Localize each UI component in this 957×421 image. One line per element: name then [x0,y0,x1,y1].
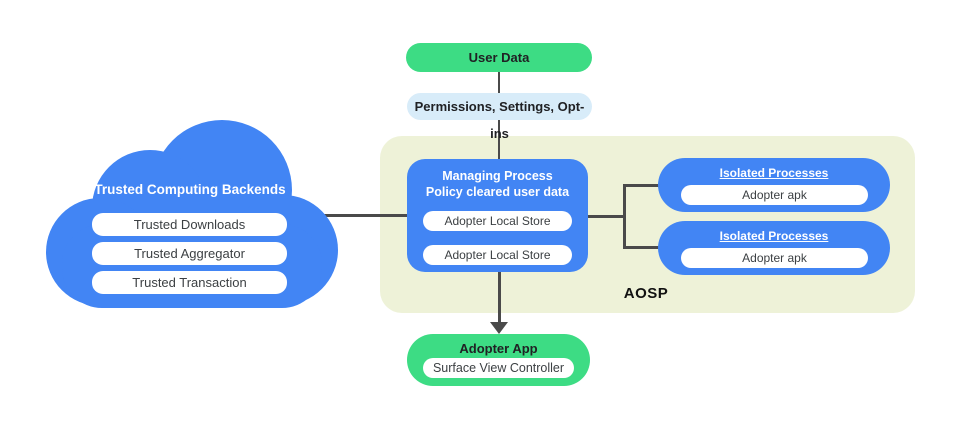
cloud-title: Trusted Computing Backends [94,182,286,197]
user-data-node: User Data [406,43,592,72]
managing-process-title-line2: Policy cleared user data [425,184,570,199]
aosp-label: AOSP [623,285,669,302]
cloud-item-trusted-downloads: Trusted Downloads [92,213,287,236]
connector-cloud-managing [300,214,408,217]
adopter-apk-1: Adopter apk [681,185,868,205]
managing-process-title-line1: Managing Process [442,169,553,183]
adopter-local-store-1: Adopter Local Store [423,211,572,231]
connector-userdata-permissions [498,72,500,93]
connector-managing-bracket [588,215,626,218]
managing-process-node: Managing Process Policy cleared user dat… [407,159,588,272]
adopter-apk-2: Adopter apk [681,248,868,268]
isolated-process-title-2: Isolated Processes [719,229,829,243]
cloud-item-trusted-transaction: Trusted Transaction [92,271,287,294]
adopter-local-store-2: Adopter Local Store [423,245,572,265]
permissions-settings-optins-node: Permissions, Settings, Opt-ins [407,93,592,141]
connector-permissions-managing [498,120,500,160]
cloud-item-trusted-aggregator: Trusted Aggregator [92,242,287,265]
connector-bracket-isolated-2 [623,246,661,249]
connector-bracket-isolated-1 [623,184,661,187]
isolated-process-title-1: Isolated Processes [719,166,829,180]
bracket-vertical-line [623,184,626,249]
adopter-app-title: Adopter App [459,341,538,356]
connector-managing-adopter [498,272,501,323]
isolated-process-node-1: Isolated Processes Adopter apk [658,158,890,212]
surface-view-controller: Surface View Controller [423,358,574,378]
arrow-down-icon [490,322,508,334]
managing-process-title: Managing Process Policy cleared user dat… [407,169,588,200]
isolated-process-node-2: Isolated Processes Adopter apk [658,221,890,275]
adopter-app-node: Adopter App Surface View Controller [407,334,590,386]
